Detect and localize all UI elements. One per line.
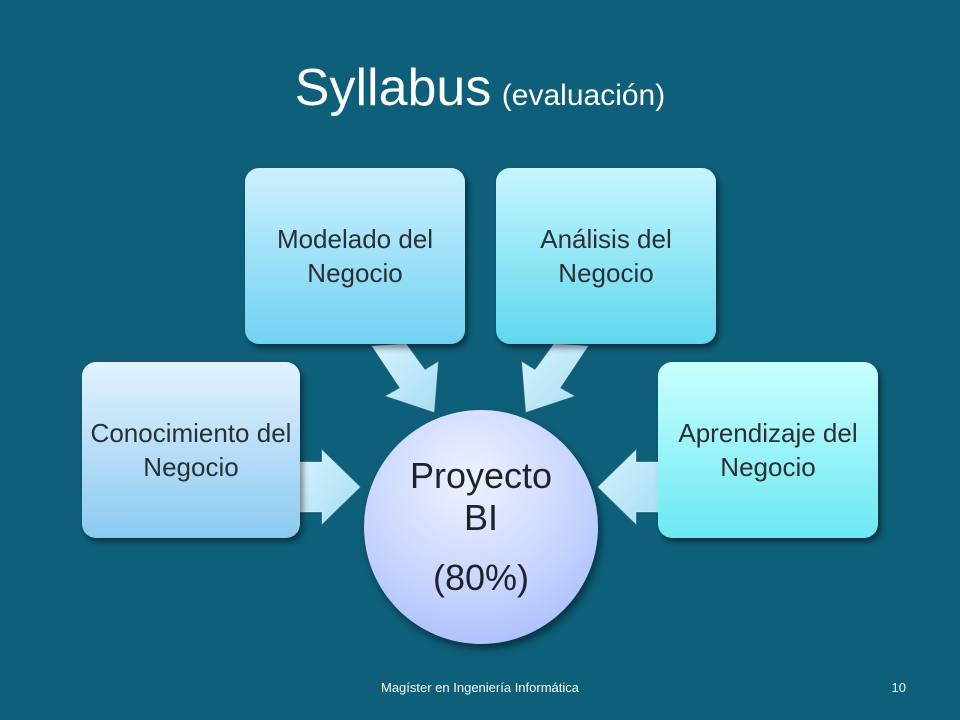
box-aprendizaje: Aprendizaje del Negocio [658, 362, 878, 538]
box-analisis: Análisis del Negocio [496, 168, 716, 344]
box-conocimiento: Conocimiento del Negocio [82, 362, 300, 538]
arrow-upper-left [371, 343, 439, 413]
footer-text: Magíster en Ingeniería Informática [381, 680, 579, 695]
box-aprendizaje-label: Aprendizaje del Negocio [678, 418, 858, 482]
box-modelado-label: Modelado del Negocio [276, 224, 434, 288]
arrow-right [597, 448, 659, 526]
box-conocimiento-label: Conocimiento del Negocio [90, 418, 292, 482]
box-modelado: Modelado del Negocio [245, 168, 465, 344]
title-sub: (evaluación) [501, 79, 666, 112]
box-analisis-label: Análisis del Negocio [540, 224, 672, 288]
arrow-left [299, 448, 361, 526]
slide-title: Syllabus (evaluación) [0, 58, 960, 118]
page-number: 10 [891, 680, 906, 695]
center-circle: Proyecto BI (80%) [364, 410, 598, 644]
center-percentage: (80%) [432, 557, 530, 598]
arrow-upper-right [521, 343, 589, 413]
title-main: Syllabus [294, 59, 492, 117]
center-title: Proyecto BI [409, 455, 553, 538]
